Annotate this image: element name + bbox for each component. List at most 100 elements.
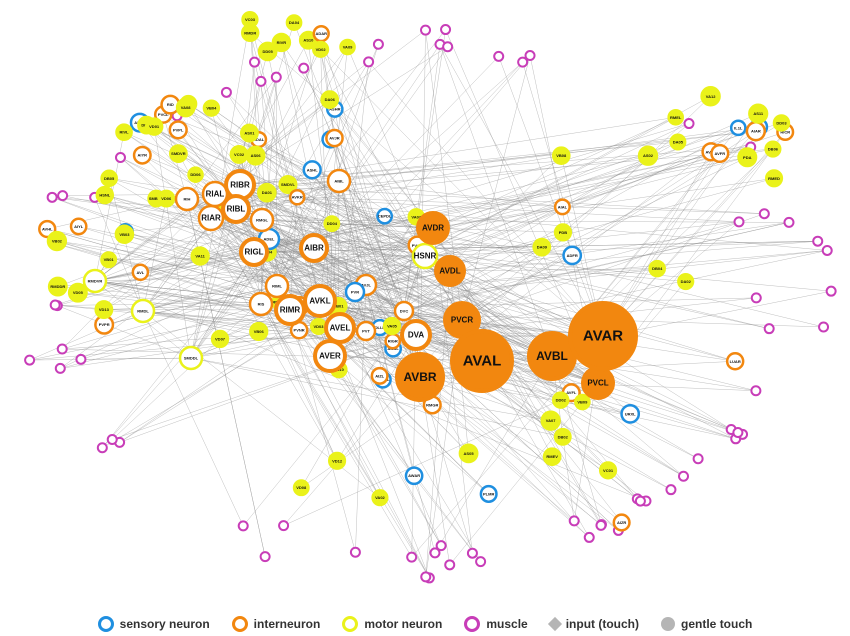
- edge: [403, 29, 446, 312]
- edge: [597, 382, 743, 435]
- node-label: ADAL: [253, 137, 265, 142]
- legend-sensory: sensory neuron: [97, 616, 210, 632]
- edge: [419, 376, 590, 538]
- node-label: RMDVR: [88, 279, 103, 284]
- edge: [403, 221, 740, 312]
- edge: [289, 123, 690, 311]
- node-vc01: [598, 461, 618, 480]
- muscle-node: [278, 520, 290, 532]
- muscle-node: [363, 56, 375, 68]
- node-label: DVA: [408, 331, 425, 340]
- node-label: RIMR: [280, 306, 301, 315]
- muscle-node: [56, 343, 68, 355]
- node-hsnr: [411, 242, 439, 270]
- node-label: HSNR: [414, 252, 437, 261]
- edge: [354, 268, 658, 293]
- node-smddl: [178, 345, 204, 371]
- diamond-icon: [547, 616, 562, 632]
- node-rmdl: [130, 298, 156, 324]
- edge: [47, 228, 417, 336]
- node-label: SMDVR: [171, 151, 186, 156]
- edge: [275, 77, 278, 287]
- edge: [424, 255, 590, 538]
- muscle-node: [733, 216, 745, 228]
- muscle-node: [349, 546, 361, 558]
- node-rmed: [764, 169, 784, 188]
- node-va05: [382, 316, 402, 336]
- node-label: AIAR: [751, 129, 761, 134]
- edge: [94, 238, 270, 282]
- muscle-node: [24, 354, 36, 366]
- muscle-node: [442, 41, 454, 53]
- edge: [253, 123, 690, 253]
- node-vd12: [327, 451, 347, 470]
- node-label: DB04: [652, 266, 663, 271]
- node-vd06: [157, 189, 176, 208]
- node-rmgl: [249, 207, 275, 233]
- edge: [57, 255, 426, 287]
- node-label: VA08: [181, 105, 191, 110]
- motor-ring-icon: [342, 616, 359, 632]
- node-dvc: [393, 300, 415, 322]
- muscle-node: [732, 427, 744, 439]
- muscle-node: [420, 571, 432, 583]
- node-label: RIH: [184, 197, 191, 202]
- node-label: DD05: [263, 49, 274, 54]
- node-label: AVFL: [566, 390, 577, 395]
- node-label: VC02: [234, 152, 245, 157]
- legend-input: input (touch): [547, 616, 639, 632]
- edge: [439, 44, 604, 337]
- node-label: AVDL: [439, 267, 460, 276]
- edge: [214, 193, 770, 329]
- node-label: RMDL: [137, 309, 149, 314]
- node-label: AVKL: [309, 297, 330, 306]
- edge: [57, 251, 255, 306]
- node-rimr: [274, 294, 306, 326]
- muscle-node: [75, 353, 87, 365]
- node-label: SMDDL: [184, 356, 199, 361]
- node-vb09: [574, 393, 591, 411]
- edge: [239, 62, 255, 186]
- node-label: DB06: [768, 147, 779, 152]
- node-label: DA09: [537, 245, 548, 250]
- node-label: AS11: [753, 111, 764, 116]
- node-label: PVCL: [587, 379, 608, 388]
- edge: [142, 251, 255, 312]
- node-aver: [313, 339, 347, 373]
- edge: [94, 197, 144, 312]
- muscle-node: [750, 292, 762, 304]
- edge: [214, 46, 448, 195]
- edge: [120, 157, 599, 384]
- node-label: RIVR: [277, 40, 287, 45]
- edge: [190, 251, 255, 359]
- edge: [403, 44, 441, 312]
- node-label: AS05: [464, 451, 475, 456]
- edge: [104, 194, 604, 337]
- node-label: VB04: [206, 106, 217, 111]
- muscle-node: [524, 50, 536, 62]
- node-label: DA05: [673, 140, 684, 145]
- edge: [190, 208, 237, 359]
- muscle-node: [298, 62, 310, 74]
- edge: [104, 285, 278, 325]
- edge: [29, 357, 192, 361]
- node-urxl: [620, 404, 641, 424]
- node-db05: [100, 169, 118, 188]
- node-vb06: [249, 321, 269, 342]
- node-label: DB01: [333, 304, 344, 309]
- edge: [308, 40, 341, 329]
- edge: [243, 270, 451, 527]
- edge: [289, 297, 757, 311]
- node-avar: [568, 301, 638, 371]
- node-rmev: [542, 447, 562, 467]
- node-label: DD03: [776, 120, 787, 125]
- node-label: VA11: [195, 254, 205, 259]
- edge: [260, 303, 412, 558]
- node-pvr: [344, 281, 366, 303]
- edge: [313, 56, 499, 249]
- node-avbr: [395, 352, 445, 402]
- edge: [424, 221, 740, 257]
- edge: [354, 250, 828, 293]
- muscle-node: [783, 216, 795, 228]
- node-label: RID: [167, 102, 174, 107]
